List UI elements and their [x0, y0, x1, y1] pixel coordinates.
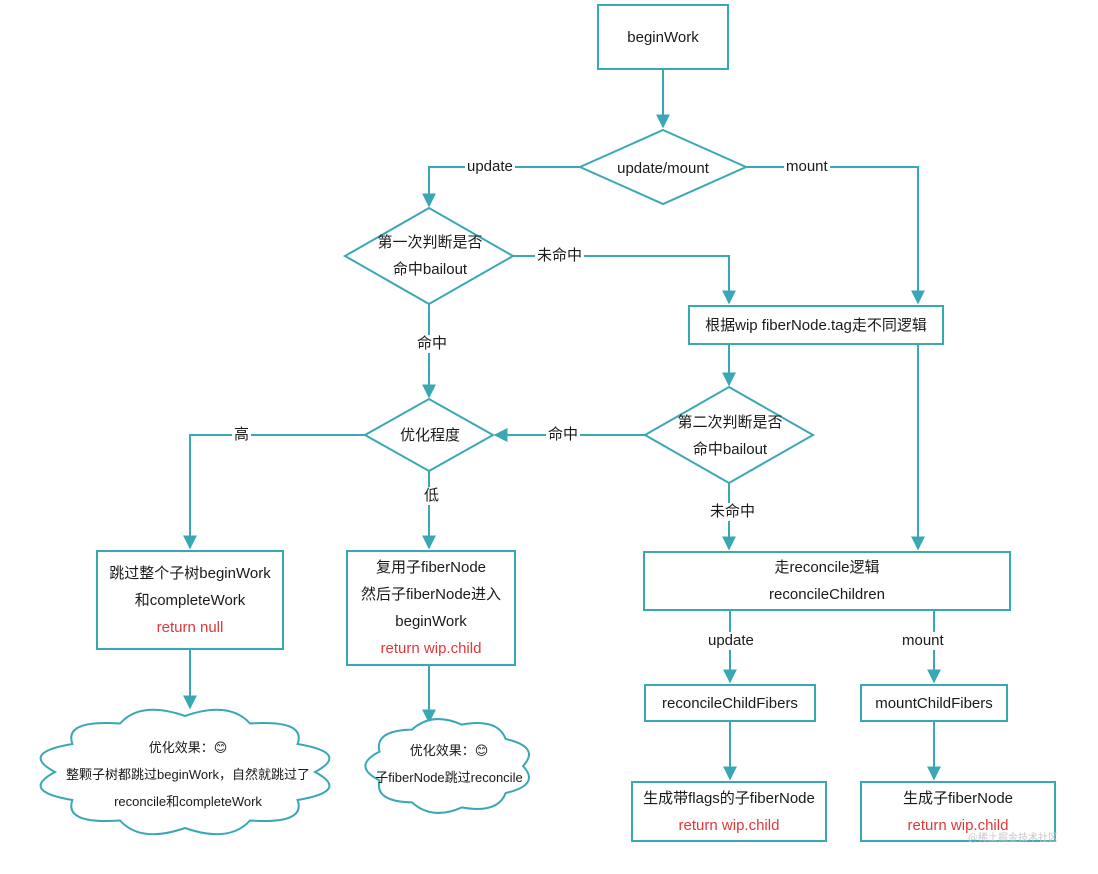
edge-update-to-first-check	[422, 166, 580, 208]
reuse-fiber-box: 复用子fiberNode 然后子fiberNode进入 beginWork re…	[346, 550, 516, 666]
gen-flags-text: 生成带flags的子fiberNode	[643, 789, 815, 807]
reuse-line3: beginWork	[395, 613, 467, 630]
reconcile-line2: reconcileChildren	[769, 586, 885, 603]
first-check-diamond-shape	[342, 206, 516, 306]
edge-label-miss-2: 未命中	[708, 503, 758, 521]
cloud-right-line1: 优化效果：😊	[409, 743, 489, 758]
watermark: @稀土掘金技术社区	[968, 833, 1058, 844]
second-check-diamond-shape	[642, 385, 816, 485]
first-check-line1: 第一次判断是否	[377, 234, 483, 251]
cloud-right-shape	[364, 718, 530, 814]
cloud-right-text: 优化效果：😊 子fiberNode跳过reconcile	[366, 736, 532, 792]
cloud-right-line2: 子fiberNode跳过reconcile	[375, 770, 523, 785]
cloud-left-shape	[39, 708, 331, 836]
edge-label-miss-1: 未命中	[535, 247, 585, 265]
skip-subtree-box: 跳过整个子树beginWork 和completeWork return nul…	[96, 550, 284, 650]
edge-label-low: 低	[422, 487, 442, 505]
skip-subtree-return: return null	[156, 618, 224, 636]
reconcile-line1: 走reconcile逻辑	[774, 559, 880, 576]
reconcile-child-fibers-text: reconcileChildFibers	[662, 694, 798, 712]
edge-mount-to-by-tag	[746, 166, 925, 305]
update-mount-diamond-shape	[577, 128, 749, 206]
edge-label-update-bottom: update	[706, 632, 756, 650]
update-mount-diamond: update/mount	[600, 150, 726, 186]
by-tag-box: 根据wip fiberNode.tag走不同逻辑	[688, 305, 944, 345]
begin-work-box: beginWork	[597, 4, 729, 70]
gen-flags-return: return wip.child	[678, 816, 780, 834]
cloud-left-line1: 优化效果：😊	[148, 739, 228, 755]
reconcile-child-fibers-box: reconcileChildFibers	[644, 684, 816, 722]
gen-flags-box: 生成带flags的子fiberNode return wip.child	[631, 781, 827, 842]
edge-label-hit-2: 命中	[546, 426, 581, 444]
reuse-return: return wip.child	[380, 640, 482, 657]
opt-level-text: 优化程度	[399, 426, 460, 444]
edge-high-to-skip	[183, 434, 365, 550]
first-check-line2: 命中bailout	[392, 261, 468, 278]
edge-label-high: 高	[232, 426, 252, 444]
edge-label-hit-1: 命中	[415, 335, 450, 353]
opt-level-diamond-shape	[362, 397, 496, 473]
reuse-line2: 然后子fiberNode进入	[360, 586, 502, 603]
reconcile-box: 走reconcile逻辑 reconcileChildren	[643, 551, 1011, 611]
begin-work-text: beginWork	[627, 28, 699, 46]
by-tag-text: 根据wip fiberNode.tag走不同逻辑	[705, 316, 927, 334]
gen-child-box: 生成子fiberNode return wip.child	[860, 781, 1056, 842]
gen-child-return: return wip.child	[907, 816, 1009, 834]
reuse-line1: 复用子fiberNode	[375, 559, 487, 576]
gen-child-text: 生成子fiberNode	[902, 789, 1014, 807]
cloud-left-line3: reconcile和completeWork	[114, 793, 262, 809]
edge-label-update: update	[465, 158, 515, 176]
edge-label-mount: mount	[784, 158, 830, 176]
cloud-left-line2: 整颗子树都跳过beginWork，自然就跳过了	[66, 766, 310, 782]
first-check-diamond: 第一次判断是否 命中bailout	[360, 228, 500, 284]
opt-level-diamond: 优化程度	[380, 420, 480, 450]
skip-subtree-line1: 跳过整个子树beginWork	[109, 564, 271, 582]
edge-miss-to-by-tag	[513, 255, 736, 305]
second-check-line2: 命中bailout	[692, 441, 768, 458]
edge-label-mount-bottom: mount	[900, 632, 946, 650]
mount-child-fibers-box: mountChildFibers	[860, 684, 1008, 722]
mount-child-fibers-text: mountChildFibers	[875, 694, 993, 712]
update-mount-text: update/mount	[617, 159, 709, 177]
cloud-left-text: 优化效果：😊 整颗子树都跳过beginWork，自然就跳过了 reconcile…	[40, 732, 336, 816]
second-check-diamond: 第二次判断是否 命中bailout	[660, 408, 800, 464]
skip-subtree-line2: 和completeWork	[134, 591, 246, 609]
second-check-line1: 第二次判断是否	[677, 414, 783, 431]
